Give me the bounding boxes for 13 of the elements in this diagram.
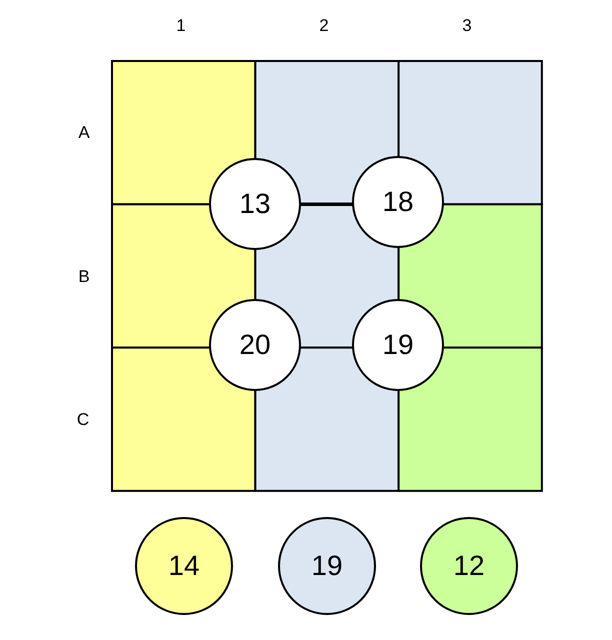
- row-label: B: [78, 267, 90, 287]
- column-label: 1: [176, 16, 186, 36]
- column-label: 3: [462, 16, 472, 36]
- number: 14: [168, 550, 200, 582]
- number: 19: [311, 550, 343, 582]
- number: 12: [453, 550, 485, 582]
- number: 18: [382, 186, 414, 218]
- column-label: 2: [319, 16, 329, 36]
- row-label: C: [76, 410, 90, 430]
- number: 13: [239, 188, 271, 220]
- row-label: A: [78, 123, 90, 143]
- number: 19: [382, 329, 414, 361]
- number: 20: [239, 329, 271, 361]
